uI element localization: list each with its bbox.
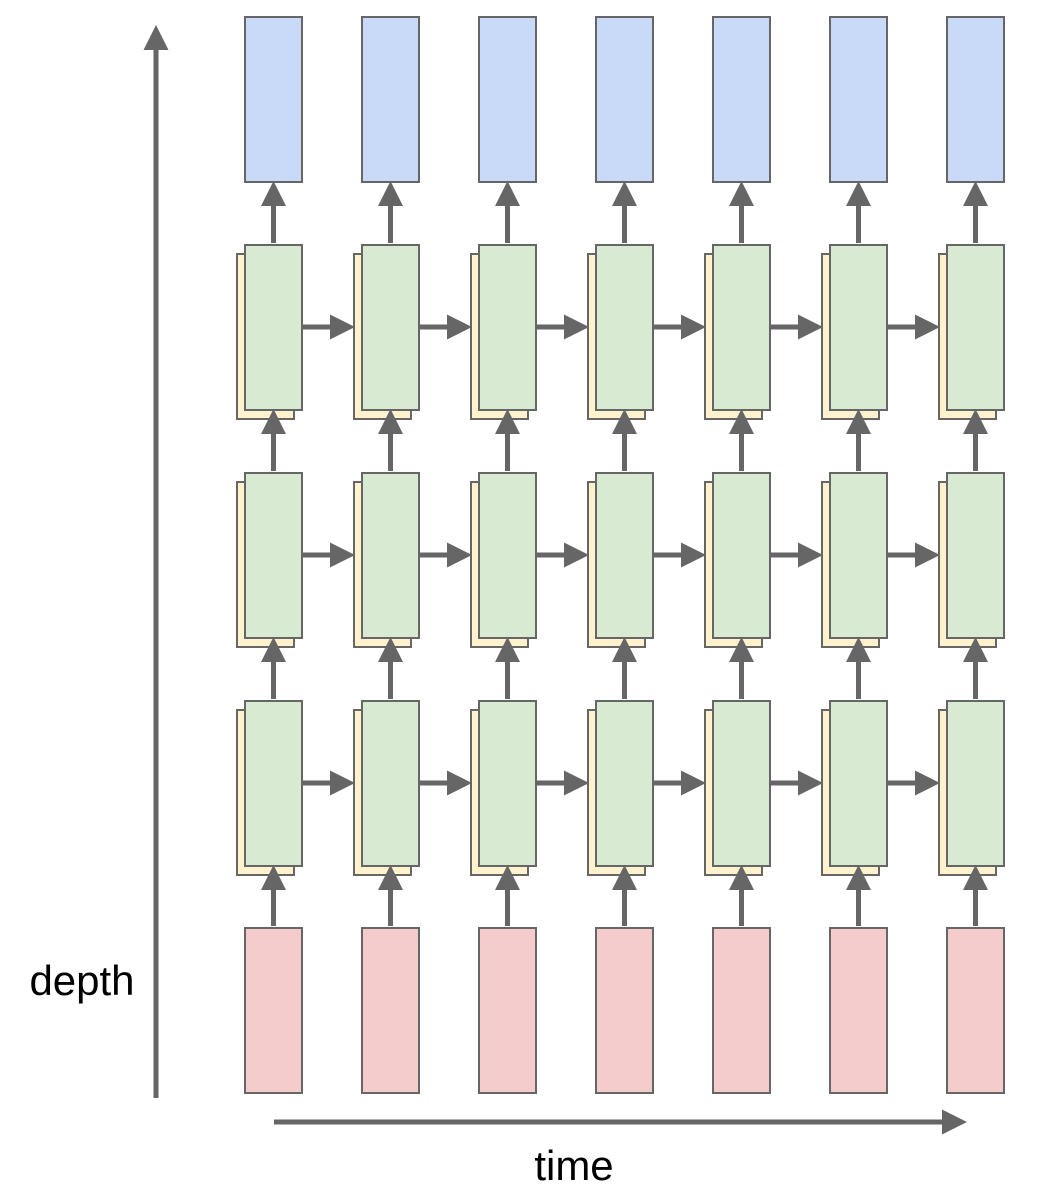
input-cell-layer4-t2 — [361, 927, 420, 1094]
hidden-cell-layer1-t5 — [712, 244, 771, 411]
hidden-cell-layer3-t2 — [361, 700, 420, 867]
hidden-cell-layer2-t2 — [361, 472, 420, 639]
time-axis-label: time — [534, 1142, 613, 1189]
hidden-cell-layer3-t3 — [478, 700, 537, 867]
output-cell-layer0-t7 — [946, 16, 1005, 183]
arrows-layer — [261, 181, 988, 926]
input-cell-layer4-t5 — [712, 927, 771, 1094]
hidden-cell-layer1-t3 — [478, 244, 537, 411]
hidden-cell-layer2-t3 — [478, 472, 537, 639]
output-cell-layer0-t4 — [595, 16, 654, 183]
hidden-cell-layer2-t7 — [946, 472, 1005, 639]
input-cell-layer4-t1 — [244, 927, 303, 1094]
output-cell-layer0-t1 — [244, 16, 303, 183]
hidden-cell-layer3-t1 — [244, 700, 303, 867]
input-cell-layer4-t4 — [595, 927, 654, 1094]
output-cell-layer0-t6 — [829, 16, 888, 183]
hidden-cell-layer3-t4 — [595, 700, 654, 867]
depth-axis-label: depth — [29, 957, 134, 1004]
output-cell-layer0-t3 — [478, 16, 537, 183]
hidden-cell-layer1-t6 — [829, 244, 888, 411]
output-cell-layer0-t2 — [361, 16, 420, 183]
hidden-cell-layer2-t6 — [829, 472, 888, 639]
hidden-cell-layer2-t1 — [244, 472, 303, 639]
hidden-cell-layer3-t5 — [712, 700, 771, 867]
hidden-cell-layer1-t4 — [595, 244, 654, 411]
hidden-cell-layer3-t6 — [829, 700, 888, 867]
hidden-cell-layer2-t4 — [595, 472, 654, 639]
output-cell-layer0-t5 — [712, 16, 771, 183]
hidden-cell-layer1-t2 — [361, 244, 420, 411]
input-cell-layer4-t7 — [946, 927, 1005, 1094]
hidden-cell-layer2-t5 — [712, 472, 771, 639]
hidden-cell-layer1-t1 — [244, 244, 303, 411]
hidden-cell-layer3-t7 — [946, 700, 1005, 867]
hidden-cell-layer1-t7 — [946, 244, 1005, 411]
input-cell-layer4-t6 — [829, 927, 888, 1094]
input-cell-layer4-t3 — [478, 927, 537, 1094]
cells-layer — [236, 16, 1005, 1094]
